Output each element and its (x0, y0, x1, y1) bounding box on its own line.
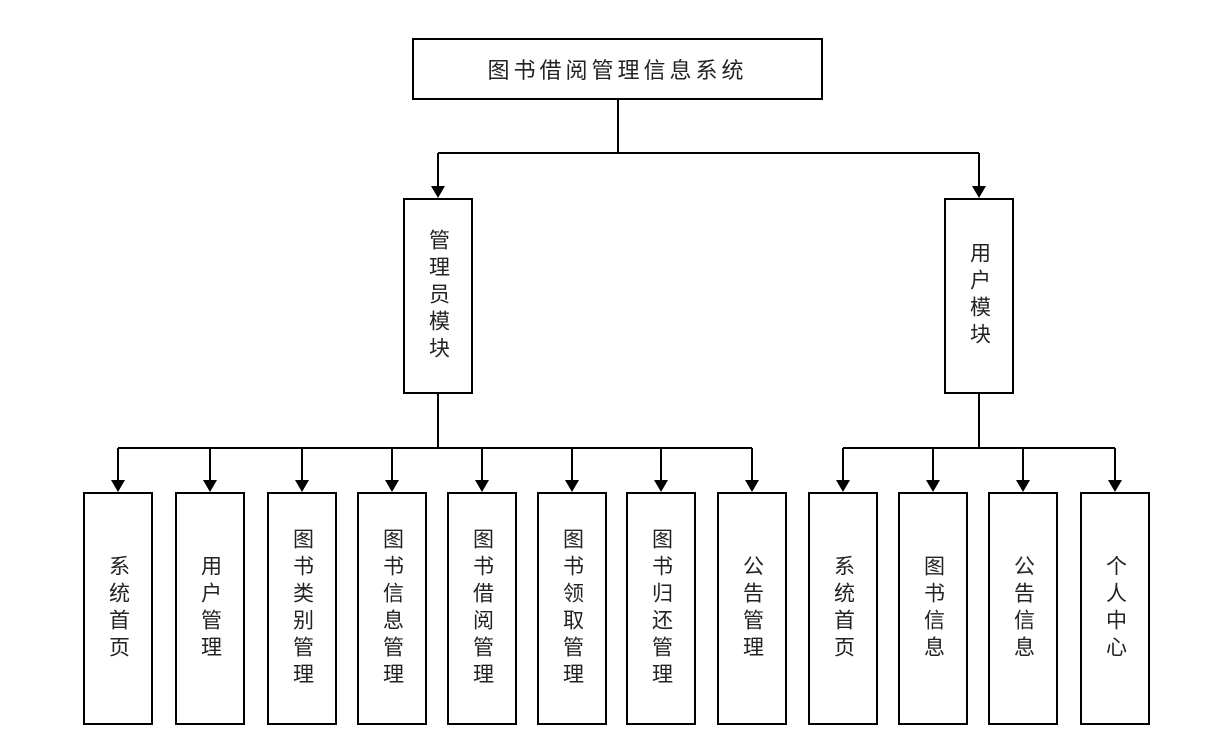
node-label: 公告信息 (1011, 554, 1036, 663)
node-admin-announcement-management: 公告管理 (717, 492, 787, 725)
node-admin-book-category-management: 图书类别管理 (267, 492, 337, 725)
node-admin-book-pickup-management: 图书领取管理 (537, 492, 607, 725)
node-label: 图书借阅管理 (470, 527, 495, 690)
node-user-book-info: 图书信息 (898, 492, 968, 725)
node-label: 系统首页 (106, 554, 131, 663)
node-label: 图书信息管理 (380, 527, 405, 690)
node-admin-module-label: 管理员模块 (426, 228, 451, 364)
node-admin-book-borrow-management: 图书借阅管理 (447, 492, 517, 725)
node-admin-book-return-management: 图书归还管理 (626, 492, 696, 725)
node-admin-book-info-management: 图书信息管理 (357, 492, 427, 725)
node-admin-user-management: 用户管理 (175, 492, 245, 725)
node-label: 用户管理 (198, 554, 223, 663)
node-root-system: 图书借阅管理信息系统 (412, 38, 823, 100)
node-user-system-home: 系统首页 (808, 492, 878, 725)
node-label: 图书归还管理 (649, 527, 674, 690)
node-label: 公告管理 (740, 554, 765, 663)
node-label: 图书领取管理 (560, 527, 585, 690)
node-root-label: 图书借阅管理信息系统 (487, 58, 748, 83)
node-label: 个人中心 (1103, 554, 1128, 663)
node-user-module-label: 用户模块 (967, 242, 992, 350)
node-label: 图书类别管理 (290, 527, 315, 690)
node-label: 系统首页 (831, 554, 856, 663)
node-user-module: 用户模块 (944, 198, 1014, 394)
node-admin-module: 管理员模块 (403, 198, 473, 394)
node-label: 图书信息 (921, 554, 946, 663)
node-user-announcement-info: 公告信息 (988, 492, 1058, 725)
node-admin-system-home: 系统首页 (83, 492, 153, 725)
node-user-personal-center: 个人中心 (1080, 492, 1150, 725)
